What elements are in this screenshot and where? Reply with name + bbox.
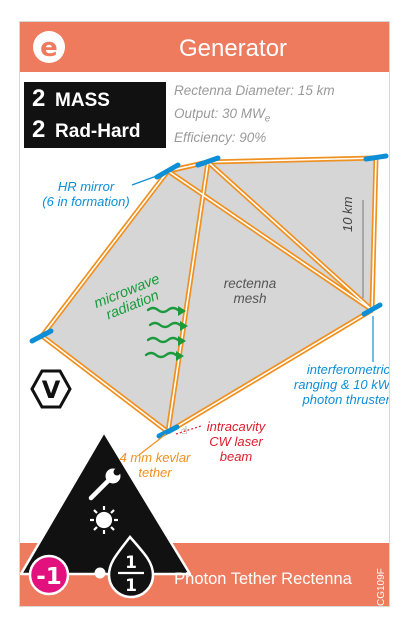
leader-lines [131,173,374,456]
spec-output-text: Output: 30 MW [174,106,265,121]
support-triangle: -1 1 1 [20,430,192,599]
size-label: 10 km [340,196,355,232]
support-dot-icon [94,567,106,579]
type-letter: e [40,33,58,63]
hr-mirrors [29,153,389,439]
laser-line2: CW laser [209,434,263,449]
mass-label: MASS [55,90,110,111]
laser-label: intracavity CW laser beam [196,419,276,464]
hr-mirror-line2: (6 in formation) [42,194,130,209]
tether-line1: 4 mm kevlar [119,450,191,465]
card: e Generator [19,21,390,607]
v-hex-icon: V [30,369,72,409]
card-id: CG109F [376,568,387,606]
v-hex-letter: V [42,376,61,404]
stats-box: 2 MASS 2 Rad-Hard [24,82,166,148]
radhard-value: 2 [32,116,46,143]
laser-line1: intracavity [206,419,266,434]
mesh-line2: mesh [233,291,267,306]
mesh-line1: rectenna [223,276,277,291]
mesh-label: rectenna mesh [210,276,290,306]
type-badge [33,31,65,63]
tether-frame [40,155,379,435]
spec-output: Output: 30 MWe [174,106,270,125]
mass-value: 2 [32,85,46,112]
spec-efficiency: Efficiency: 90% [174,130,267,145]
header-band [20,22,389,72]
microwave-arrowheads [176,306,188,361]
card-name: Photon Tether Rectenna [174,570,352,588]
modifier-circle [28,554,70,596]
fraction-denominator: 1 [125,576,137,596]
tether-line2: tether [138,465,172,480]
tether-label: 4 mm kevlar tether [110,450,200,480]
sun-icon [90,506,118,534]
hr-mirror-line1: HR mirror [57,179,115,194]
fraction-numerator: 1 [125,553,137,573]
card-art: e Generator [20,22,389,606]
spec-output-subscript: e [264,113,271,125]
microwave-arrows [144,306,186,359]
interfero-line3: photon thruster [302,392,390,407]
interfero-line2: ranging & 10 kW [293,377,390,392]
laser-line3: beam [219,449,253,464]
spec-diameter: Rectenna Diameter: 15 km [174,83,335,98]
wrench-icon [88,468,121,501]
card-type-title: Generator [179,35,287,62]
interferometric-label: interferometric ranging & 10 kW photon t… [260,362,390,407]
radhard-label: Rad-Hard [55,121,141,142]
hr-mirror-label: HR mirror (6 in formation) [30,179,142,209]
pointer-glyph-icon: ☝ [181,424,188,437]
interfero-line1: interferometric [306,362,390,377]
fraction-drop [107,535,155,599]
modifier-value: -1 [36,564,62,590]
